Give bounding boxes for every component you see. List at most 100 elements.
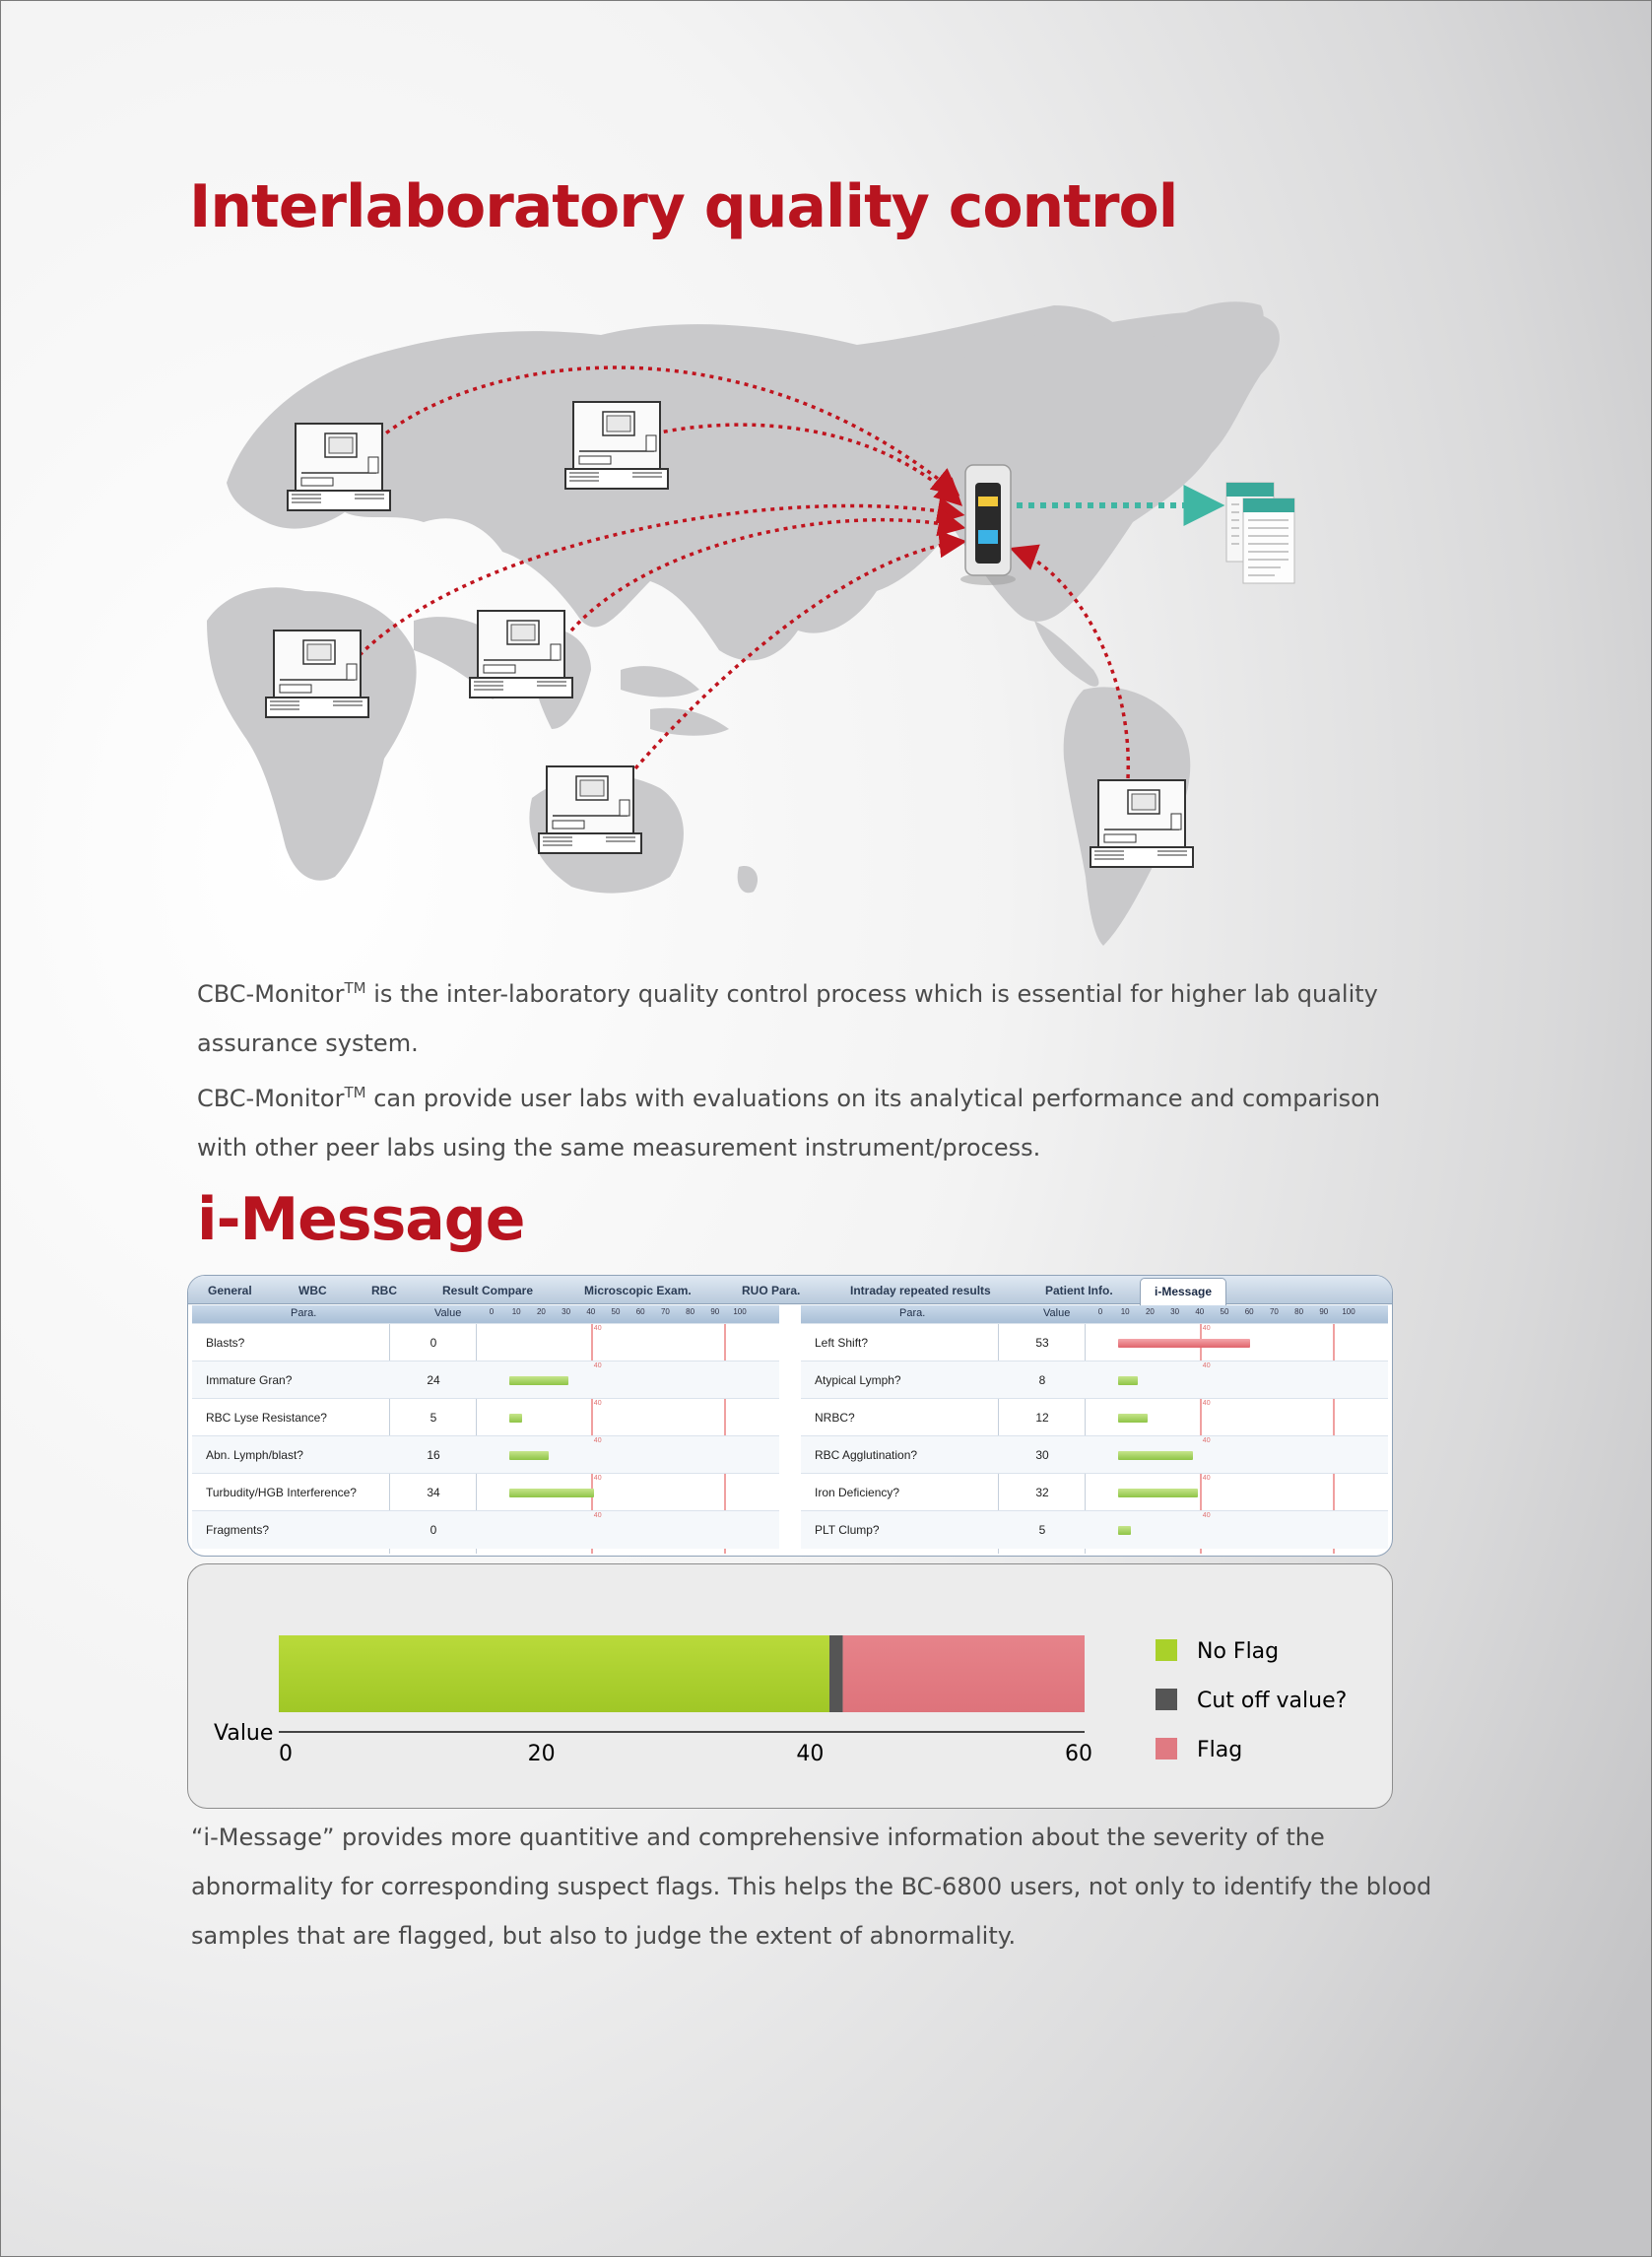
severity-bar: [1118, 1451, 1193, 1460]
tab-wbc[interactable]: WBC: [298, 1284, 327, 1297]
scale-tick-label: 70: [1269, 1307, 1279, 1316]
scale-tick-label: 90: [710, 1307, 720, 1316]
scale-tick-label: 20: [528, 1742, 556, 1766]
scale-tick-label: 40: [796, 1742, 824, 1766]
cutoff-mark: 40: [593, 1325, 602, 1332]
cutoff-mark: 40: [1202, 1325, 1211, 1332]
cbc-monitor-name: CBC-Monitor: [197, 980, 345, 1008]
cutoff-mark: 40: [1202, 1512, 1211, 1519]
flag-name: Atypical Lymph?: [815, 1373, 901, 1387]
legend-swatch: [1156, 1639, 1177, 1661]
flag-name: RBC Agglutination?: [815, 1448, 918, 1462]
flag-value: 0: [430, 1336, 437, 1350]
legend-swatch: [1156, 1689, 1177, 1710]
flag-value: 16: [427, 1448, 440, 1462]
severity-bar: [1118, 1376, 1139, 1385]
cutoff-mark: 40: [593, 1437, 602, 1444]
flag-value: 34: [427, 1486, 440, 1499]
flag-value: 0: [430, 1523, 437, 1537]
tab-ruo-para[interactable]: RUO Para.: [742, 1284, 801, 1297]
imessage-description: “i-Message” provides more quantitive and…: [191, 1824, 1432, 1950]
scale-tick-label: 10: [511, 1307, 521, 1316]
cutoff-mark: 40: [593, 1400, 602, 1407]
page-title: Interlaboratory quality control: [189, 172, 1178, 241]
scale-tick-label: 60: [635, 1307, 645, 1316]
scale-tick-label: 20: [536, 1307, 546, 1316]
trademark-sup: TM: [344, 979, 366, 997]
flag-value: 24: [427, 1373, 440, 1387]
severity-bar: [1118, 1339, 1250, 1348]
cbc-monitor-text-1: is the inter-laboratory quality control …: [197, 980, 1378, 1057]
severity-bar: [509, 1376, 569, 1385]
cbc-monitor-name-2: CBC-Monitor: [197, 1085, 345, 1112]
cbc-monitor-description: CBC-MonitorTM is the inter-laboratory qu…: [197, 963, 1419, 1172]
flag-name: RBC Lyse Resistance?: [206, 1411, 327, 1425]
flag-value: 12: [1035, 1411, 1049, 1425]
flag-value: 5: [430, 1411, 437, 1425]
severity-bar: [1118, 1489, 1198, 1497]
table-row[interactable]: NRBC? 12 40: [801, 1398, 1388, 1436]
flag-name: PLT Clump?: [815, 1523, 880, 1537]
analyzer-india: [469, 610, 573, 698]
trademark-sup-2: TM: [344, 1084, 366, 1101]
legend-label: Flag: [1197, 1738, 1242, 1762]
analyzer-south-america: [1090, 779, 1194, 868]
tab-general[interactable]: General: [208, 1284, 252, 1297]
cutoff-mark: 40: [1202, 1475, 1211, 1482]
cutoff-mark: 40: [1202, 1437, 1211, 1444]
cutoff-mark: 40: [1202, 1400, 1211, 1407]
imessage-screen: General WBC RBC Result Compare Microscop…: [187, 1275, 1393, 1557]
flag-name: Abn. Lymph/blast?: [206, 1448, 303, 1462]
scale-segment-no-flag: [279, 1635, 829, 1712]
table-row[interactable]: Abn. Lymph/blast? 16 40: [192, 1435, 779, 1474]
connection-arcs: [358, 365, 1130, 779]
flag-value: 5: [1038, 1523, 1046, 1537]
scale-tick-label: 0: [489, 1307, 495, 1316]
scale-tick-label: 30: [1170, 1307, 1180, 1316]
cutoff-mark: 40: [593, 1512, 602, 1519]
severity-bar: [1118, 1526, 1131, 1535]
table-row[interactable]: PLT Clump? 5 40: [801, 1510, 1388, 1549]
scale-tick-label: 100: [1342, 1307, 1355, 1316]
tab-result-compare[interactable]: Result Compare: [442, 1284, 534, 1297]
scale-axis-label: Value: [214, 1721, 273, 1746]
scale-tick-label: 100: [733, 1307, 747, 1316]
tab-i-message[interactable]: i-Message: [1140, 1278, 1227, 1305]
scale-tick-label: 50: [1220, 1307, 1229, 1316]
scale-tick-label: 80: [686, 1307, 695, 1316]
severity-bar: [509, 1489, 594, 1497]
cbc-monitor-text-2: can provide user labs with evaluations o…: [197, 1085, 1381, 1162]
scale-tick-label: 20: [1145, 1307, 1155, 1316]
scale-segment-cut-off-value-: [828, 1635, 843, 1712]
flag-name: NRBC?: [815, 1411, 855, 1425]
scale-tick-label: 0: [279, 1742, 293, 1766]
tab-intraday-repeated-results[interactable]: Intraday repeated results: [850, 1284, 991, 1297]
scale-tick-label: 0: [1097, 1307, 1103, 1316]
severity-bar: [1118, 1414, 1149, 1423]
tab-patient-info[interactable]: Patient Info.: [1045, 1284, 1113, 1297]
header-value: Value: [434, 1307, 462, 1319]
table-row[interactable]: RBC Lyse Resistance? 5 40: [192, 1398, 779, 1436]
analyzer-australia: [538, 765, 642, 854]
scale-tick-label: 30: [562, 1307, 571, 1316]
scale-segment-flag: [842, 1635, 1085, 1712]
severity-bar: [509, 1451, 550, 1460]
tab-rbc[interactable]: RBC: [371, 1284, 397, 1297]
flag-value: 53: [1035, 1336, 1049, 1350]
tab-microscopic-exam[interactable]: Microscopic Exam.: [584, 1284, 692, 1297]
analyzer-asia: [564, 401, 669, 490]
cutoff-mark: 40: [593, 1362, 602, 1369]
